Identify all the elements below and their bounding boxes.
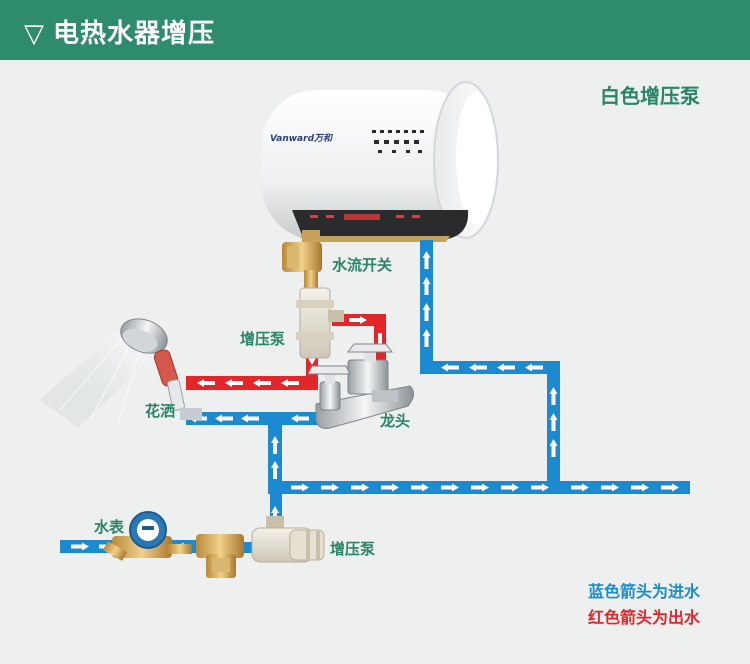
page-title: ▽电热水器增压 <box>24 19 216 49</box>
water-meter-icon <box>102 511 192 561</box>
flow-switch-label: 水流开关 <box>332 256 393 274</box>
booster-lower-label: 增压泵 <box>330 540 376 558</box>
faucet-icon <box>307 343 414 429</box>
triangle-icon: ▽ <box>24 19 45 49</box>
legend-red: 红色箭头为出水 <box>588 608 701 627</box>
plumbing-diagram: Vanward万和 <box>40 81 690 578</box>
faucet-label: 龙头 <box>380 412 411 430</box>
heater-brand: Vanward万和 <box>270 133 334 144</box>
water-heater-icon: Vanward万和 <box>262 81 499 242</box>
flow-switch-icon <box>282 230 322 292</box>
legend-blue: 蓝色箭头为进水 <box>588 582 701 601</box>
header-bar: ▽电热水器增压 <box>0 0 750 60</box>
booster-upper-label: 增压泵 <box>240 330 286 348</box>
diagram: Vanward万和 <box>0 60 750 664</box>
booster-pump-icon <box>296 287 344 359</box>
water-meter-label: 水表 <box>94 518 125 536</box>
lower-booster-pump-icon <box>196 516 325 578</box>
shower-head-icon <box>40 318 202 428</box>
shower-label: 花洒 <box>145 402 176 420</box>
pump-type-label: 白色增压泵 <box>600 84 700 108</box>
